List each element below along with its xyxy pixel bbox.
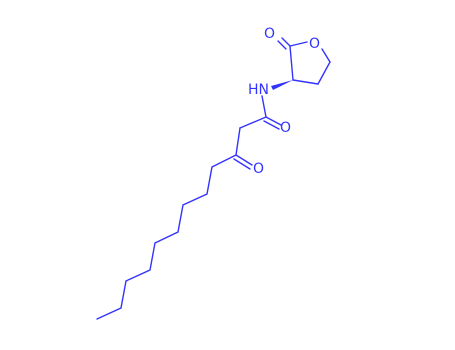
bond-carbonyl-ch2 bbox=[239, 116, 267, 129]
lactone-ring bbox=[277, 37, 331, 85]
stereo-wedge-bond bbox=[271, 80, 293, 90]
ring-bond-c4-c3 bbox=[292, 79, 319, 85]
bond-n-carbonyl bbox=[261, 95, 267, 118]
keto-group bbox=[233, 127, 253, 170]
keto-bond-b bbox=[233, 158, 251, 170]
lactone-carbonyl-bond-b bbox=[277, 40, 287, 50]
atom-label-amide-o: O bbox=[280, 120, 291, 136]
atom-label-ring-carbonyl-o: O bbox=[264, 26, 275, 42]
atom-label-ring-o: O bbox=[309, 36, 320, 52]
amide-carbonyl-bond-a bbox=[265, 116, 282, 126]
ring-bond-c2-o1 bbox=[289, 41, 308, 47]
keto-bond-a bbox=[235, 154, 253, 166]
atom-label-keto-o: O bbox=[253, 161, 264, 177]
bond-ch2-keto bbox=[235, 127, 241, 156]
alkyl-chain bbox=[96, 154, 237, 320]
ring-bond-c3-c2 bbox=[289, 45, 294, 81]
ring-bond-o1-c5 bbox=[321, 48, 331, 63]
lactone-carbonyl-bond-a bbox=[281, 37, 291, 47]
amide-carbonyl-bond-b bbox=[263, 120, 280, 130]
amide-group bbox=[239, 95, 282, 130]
atom-label-nh: HN bbox=[248, 82, 269, 98]
ring-bond-c5-c4 bbox=[317, 61, 331, 85]
